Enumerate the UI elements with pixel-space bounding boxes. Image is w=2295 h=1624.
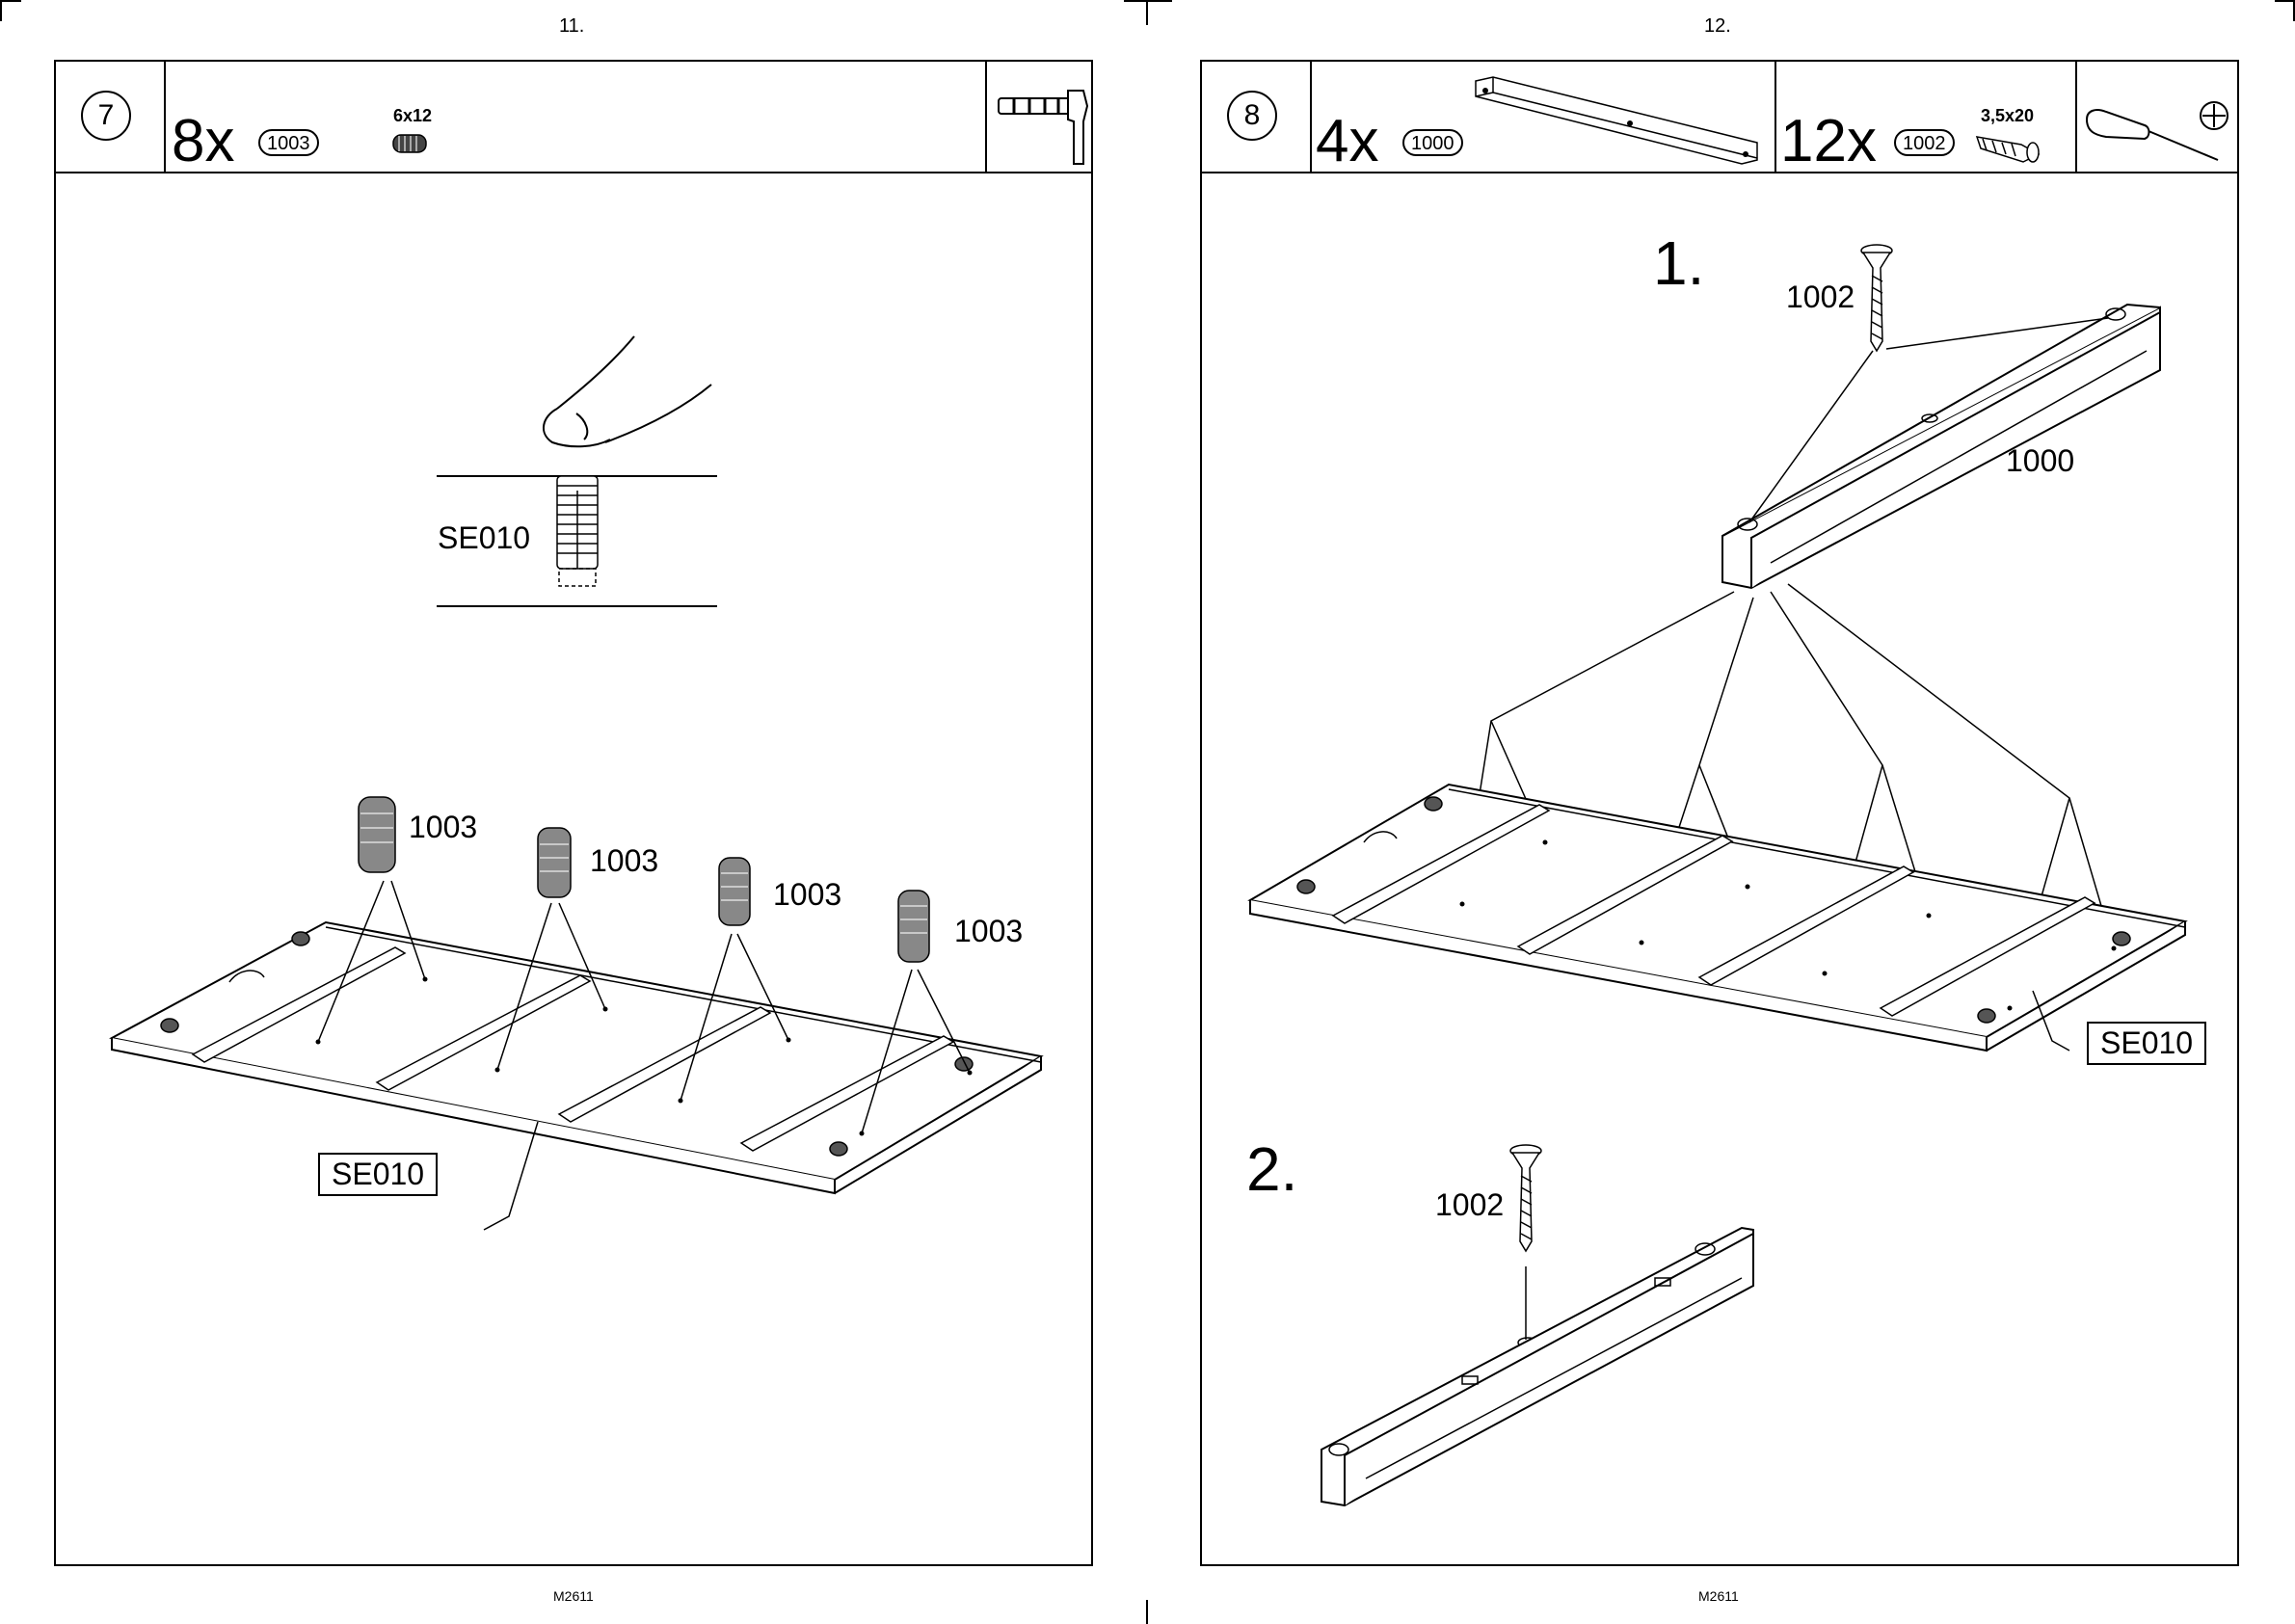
- dowel-label-1: 1003: [409, 810, 477, 845]
- page-number: 12.: [1704, 15, 1731, 38]
- runner-label: 1000: [2006, 443, 2074, 479]
- dowel-label-2: 1003: [590, 843, 658, 879]
- screw-1: [1861, 245, 1892, 351]
- page-number: 11.: [559, 15, 584, 38]
- substep-1-number: 1.: [1653, 227, 1704, 299]
- runner-1: [1722, 305, 2160, 588]
- instruction-page-left: 7 8x 1003 6x12: [54, 60, 1093, 1566]
- dowel-label-4: 1003: [954, 914, 1023, 949]
- screw-label-2: 1002: [1435, 1187, 1504, 1223]
- runner-2: [1321, 1228, 1753, 1505]
- substep-2-number: 2.: [1246, 1133, 1297, 1205]
- screw-label-1: 1002: [1786, 280, 1855, 315]
- assembly-illustration: [1202, 62, 2237, 1564]
- panel-label: SE010: [318, 1153, 438, 1196]
- panel-label: SE010: [2087, 1022, 2206, 1065]
- screw-2: [1510, 1145, 1541, 1251]
- panel: [1250, 785, 2185, 1051]
- insert-label: SE010: [438, 520, 530, 556]
- assembly-illustration: [56, 62, 1091, 1564]
- page-footer: M2611: [553, 1588, 594, 1604]
- dowel-label-3: 1003: [773, 877, 841, 913]
- page-footer: M2611: [1698, 1588, 1739, 1604]
- instruction-page-right: 8 4x 1000 12x 1002 3,5x20: [1200, 60, 2239, 1566]
